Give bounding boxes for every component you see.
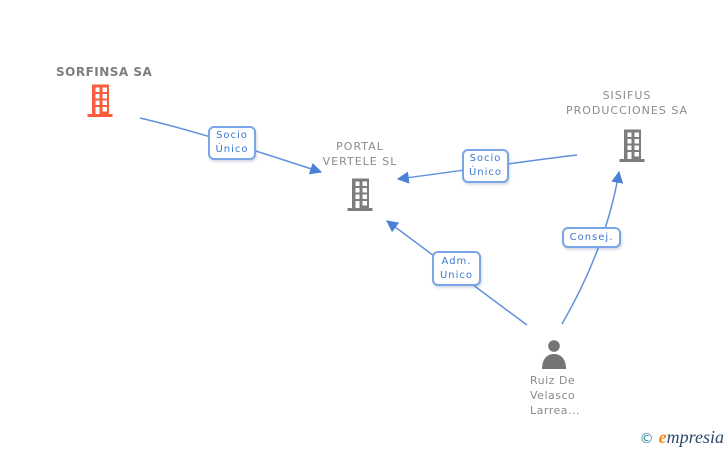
edge-label-line: Adm. xyxy=(441,255,472,267)
node-label-line: PORTAL xyxy=(336,140,384,153)
person-icon[interactable] xyxy=(539,339,569,373)
node-label-person[interactable]: Ruiz De Velasco Larrea... xyxy=(530,373,610,418)
empresia-wordmark: empresia xyxy=(659,428,724,446)
edge-label-adm-unico: Adm. Unico xyxy=(432,251,481,286)
logo-letter-e: e xyxy=(658,427,667,447)
edge-label-socio-unico-1: Socio Único xyxy=(208,126,256,160)
node-label-portal-vertele[interactable]: PORTAL VERTELE SL xyxy=(305,139,415,169)
node-label-line: Larrea... xyxy=(530,404,580,417)
company-building-icon[interactable] xyxy=(84,84,116,121)
edge-label-socio-unico-2: Socio Único xyxy=(462,149,509,183)
node-label-sisifus[interactable]: SISIFUS PRODUCCIONES SA xyxy=(557,88,697,118)
edge-label-line: Único xyxy=(215,144,249,155)
edge-label-line: Consej. xyxy=(569,231,614,243)
node-label-line: SISIFUS xyxy=(602,89,652,102)
node-label-line: Ruiz De xyxy=(530,374,576,387)
node-label-line: Velasco xyxy=(530,389,576,402)
node-label-line: VERTELE SL xyxy=(322,155,398,168)
edge-label-line: Unico xyxy=(439,269,474,281)
node-label-sorfinsa[interactable]: SORFINSA SA xyxy=(56,65,153,79)
copyright-icon: © xyxy=(639,431,654,447)
company-building-icon[interactable] xyxy=(616,129,648,166)
company-building-icon[interactable] xyxy=(344,178,376,215)
edge-label-line: Socio xyxy=(469,153,502,164)
node-label-line: PRODUCCIONES SA xyxy=(565,104,689,117)
empresia-logo[interactable]: © empresia xyxy=(640,428,724,447)
edge-label-line: Único xyxy=(468,167,503,178)
edge-label-consej: Consej. xyxy=(562,227,621,248)
edge-label-line: Socio xyxy=(216,130,248,141)
logo-rest: mpresia xyxy=(666,427,724,447)
edge-person-sisifus xyxy=(561,170,624,325)
